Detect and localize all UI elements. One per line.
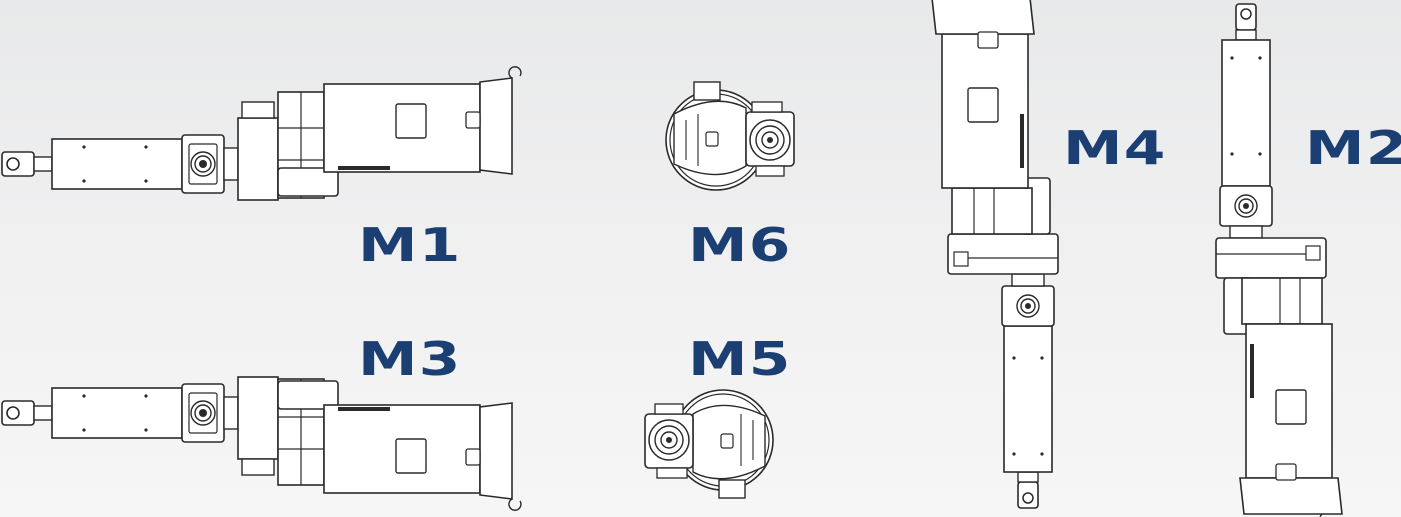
actuator-m2-drawing xyxy=(1215,3,1343,517)
label-m1: M1 xyxy=(358,218,462,272)
actuator-m1-drawing xyxy=(1,65,522,201)
label-m6: M6 xyxy=(688,218,792,272)
actuator-m6-drawing xyxy=(665,81,795,191)
actuator-m4-drawing xyxy=(931,0,1059,509)
label-m4: M4 xyxy=(1063,121,1167,175)
label-m3: M3 xyxy=(358,332,462,386)
label-m5: M5 xyxy=(688,332,792,386)
label-m2: M2 xyxy=(1305,121,1401,175)
actuator-m5-drawing xyxy=(644,389,774,499)
actuator-m3-drawing xyxy=(1,376,522,512)
